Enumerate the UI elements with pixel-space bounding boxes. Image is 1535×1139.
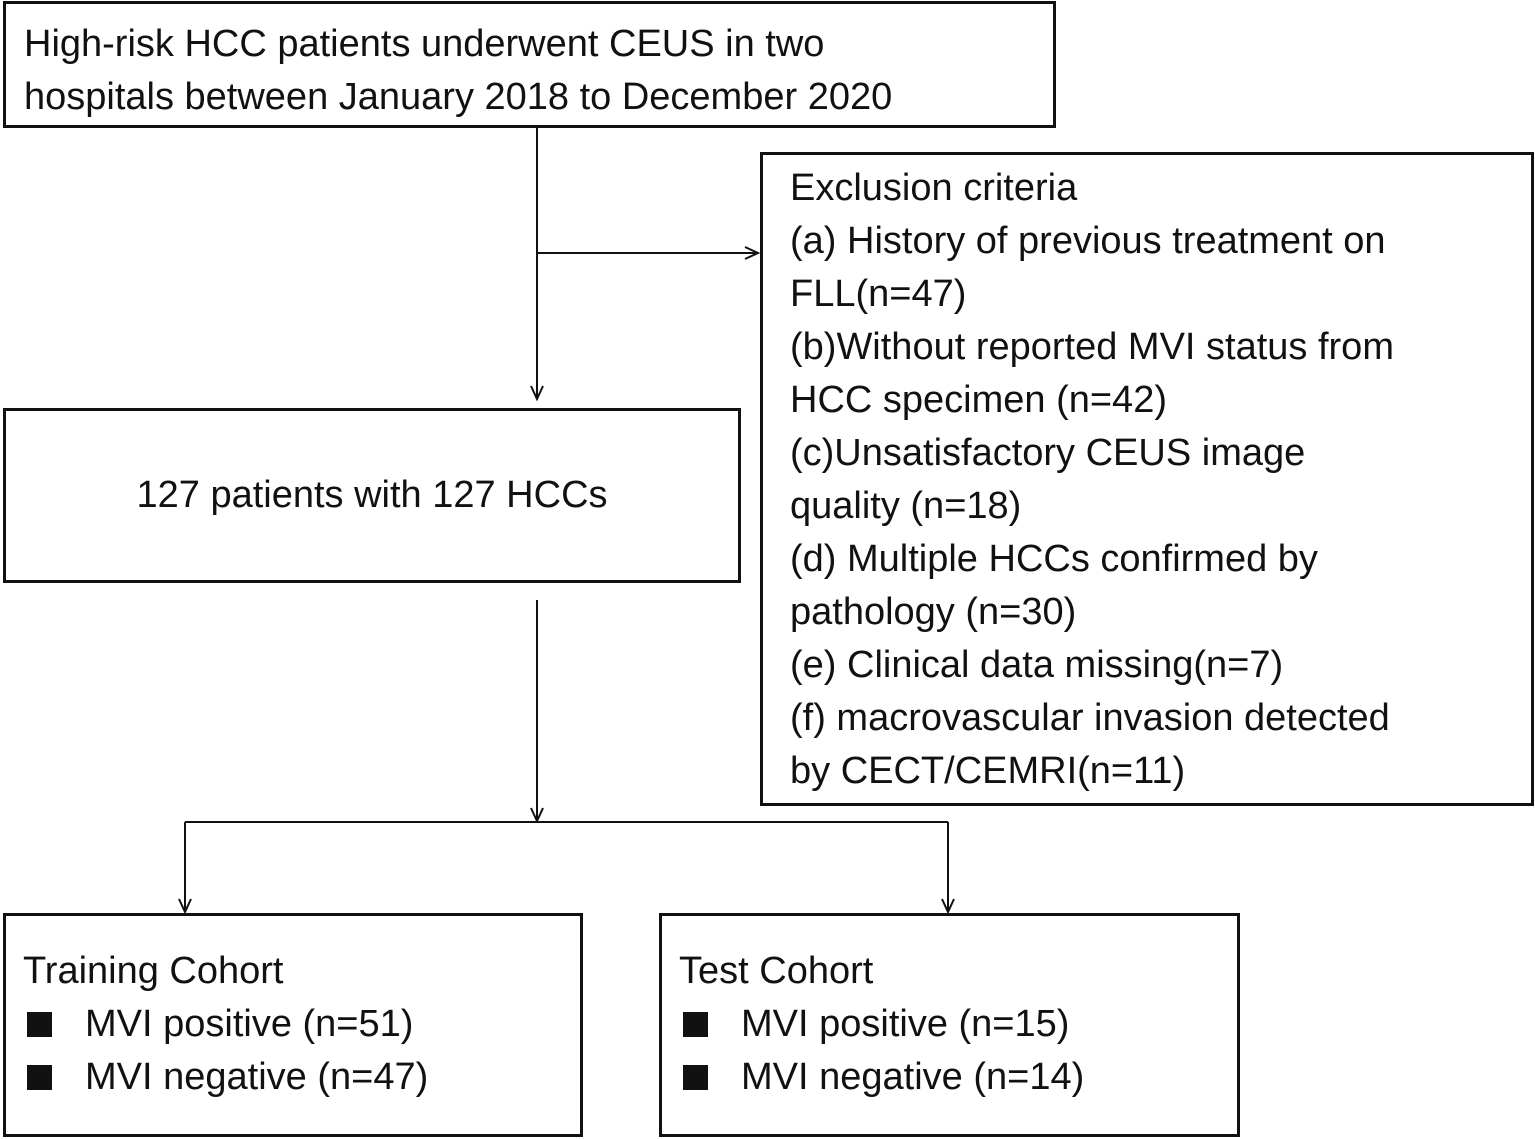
exclusion-line: (f) macrovascular invasion detected bbox=[790, 697, 1390, 739]
test-cohort-title: Test Cohort bbox=[679, 950, 874, 992]
exclusion-line: (e) Clinical data missing(n=7) bbox=[790, 644, 1284, 686]
training-item: MVI negative (n=47) bbox=[23, 1051, 580, 1104]
enrollment-line-2: hospitals between January 2018 to Decemb… bbox=[24, 76, 893, 118]
training-cohort-title: Training Cohort bbox=[23, 950, 284, 992]
exclusion-line: (a) History of previous treatment on bbox=[790, 220, 1386, 262]
arrowhead-patients bbox=[530, 385, 544, 402]
arrowhead-exclusion bbox=[744, 246, 761, 260]
exclusion-criteria-box: Exclusion criteria (a) History of previo… bbox=[760, 152, 1534, 806]
exclusion-line: (c)Unsatisfactory CEUS image bbox=[790, 432, 1306, 474]
exclusion-line: by CECT/CEMRI(n=11) bbox=[790, 750, 1186, 792]
exclusion-line: HCC specimen (n=42) bbox=[790, 379, 1167, 421]
square-bullet-icon bbox=[27, 1065, 52, 1090]
exclusion-line: pathology (n=30) bbox=[790, 591, 1077, 633]
test-cohort-box: Test Cohort MVI positive (n=15) MVI nega… bbox=[659, 913, 1240, 1137]
patients-box: 127 patients with 127 HCCs bbox=[3, 408, 741, 583]
enrollment-box: High-risk HCC patients underwent CEUS in… bbox=[3, 1, 1056, 128]
patients-text: 127 patients with 127 HCCs bbox=[136, 474, 608, 516]
test-item-label: MVI negative (n=14) bbox=[741, 1056, 1085, 1098]
test-item-label: MVI positive (n=15) bbox=[741, 1003, 1070, 1045]
square-bullet-icon bbox=[683, 1012, 708, 1037]
exclusion-line: (b)Without reported MVI status from bbox=[790, 326, 1394, 368]
enrollment-line-1: High-risk HCC patients underwent CEUS in… bbox=[24, 23, 825, 65]
training-item-label: MVI positive (n=51) bbox=[85, 1003, 414, 1045]
exclusion-line: FLL(n=47) bbox=[790, 273, 967, 315]
exclusion-title: Exclusion criteria bbox=[790, 167, 1078, 209]
square-bullet-icon bbox=[27, 1012, 52, 1037]
square-bullet-icon bbox=[683, 1065, 708, 1090]
arrowhead-training bbox=[178, 898, 192, 915]
test-item: MVI negative (n=14) bbox=[679, 1051, 1237, 1104]
training-cohort-box: Training Cohort MVI positive (n=51) MVI … bbox=[3, 913, 583, 1137]
arrowhead-test bbox=[941, 898, 955, 915]
training-item: MVI positive (n=51) bbox=[23, 998, 580, 1051]
exclusion-line: quality (n=18) bbox=[790, 485, 1022, 527]
training-item-label: MVI negative (n=47) bbox=[85, 1056, 429, 1098]
test-item: MVI positive (n=15) bbox=[679, 998, 1237, 1051]
exclusion-line: (d) Multiple HCCs confirmed by bbox=[790, 538, 1318, 580]
